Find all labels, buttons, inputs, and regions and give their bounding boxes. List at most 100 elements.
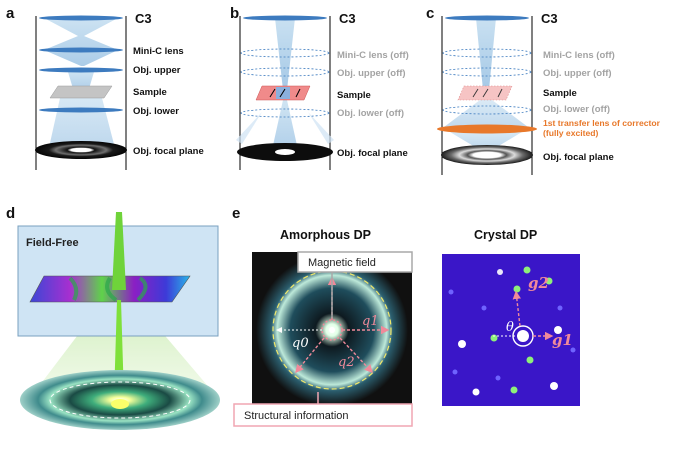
center-spot bbox=[329, 327, 335, 333]
panel-letter-b: b bbox=[230, 5, 239, 22]
obj-upper-lens-off bbox=[240, 67, 330, 77]
diffraction-spot bbox=[452, 369, 458, 375]
spin-arrow bbox=[295, 88, 301, 98]
theta-label: θ bbox=[506, 320, 514, 335]
diffraction-spot bbox=[481, 305, 487, 311]
q2-arrow bbox=[339, 337, 373, 374]
structural-information-box bbox=[233, 403, 413, 427]
obj-upper-label: Obj. upper (off) bbox=[543, 68, 612, 79]
magnetic-field-box bbox=[297, 251, 413, 273]
obj-upper-label: Obj. upper (off) bbox=[337, 68, 406, 79]
panel-c: c C3 Mini-C lens (off) Obj. upper (off) … bbox=[426, 5, 661, 175]
c3-lens bbox=[39, 15, 123, 21]
diffraction-spot bbox=[557, 305, 563, 311]
obj-lower-lens bbox=[39, 107, 123, 113]
spin-arrow bbox=[269, 88, 276, 98]
focal-plane-disk bbox=[441, 145, 533, 165]
diffraction-spot bbox=[545, 277, 553, 285]
magnetic-sample bbox=[29, 275, 191, 303]
diffraction-spot bbox=[513, 285, 521, 293]
focal-plane-label: Obj. focal plane bbox=[133, 146, 204, 157]
c3-lens bbox=[243, 15, 327, 21]
beam-spread bbox=[444, 100, 528, 127]
ring-guide bbox=[272, 270, 392, 390]
obj-lower-lens-off bbox=[442, 105, 532, 115]
diffraction-spot bbox=[526, 356, 534, 364]
g2-label: g2 bbox=[528, 274, 549, 292]
panel-d: d Field-Free bbox=[6, 205, 220, 430]
scatter-right bbox=[308, 112, 334, 144]
focal-plane-disk bbox=[35, 141, 127, 159]
beam-focused bbox=[450, 132, 522, 150]
mini-c-lens bbox=[39, 47, 123, 53]
incident-beam bbox=[112, 212, 126, 290]
spin-arrow bbox=[497, 88, 503, 98]
panel-letter-d: d bbox=[6, 205, 15, 222]
diffraction-spot bbox=[495, 375, 501, 381]
panel-letter-a: a bbox=[6, 5, 15, 22]
obj-upper-lens-off bbox=[442, 67, 532, 77]
panel-letter-e: e bbox=[232, 205, 240, 222]
c3-lens bbox=[445, 15, 529, 21]
panel-a: a C3 Mini-C lens Obj. upper Sample Obj. … bbox=[6, 5, 204, 170]
field-free-label: Field-Free bbox=[26, 237, 79, 249]
mini-c-label: Mini-C lens (off) bbox=[543, 50, 615, 61]
diffraction-spot bbox=[448, 289, 454, 295]
spin-arrow bbox=[472, 88, 479, 98]
beam-upper bbox=[44, 18, 118, 66]
beam-lower bbox=[272, 100, 298, 150]
q2-label: q2 bbox=[338, 355, 355, 370]
diffraction-spot bbox=[472, 388, 480, 396]
obj-lower-lens-off bbox=[240, 108, 330, 118]
sample-label: Sample bbox=[133, 87, 167, 98]
corrector-label-sub: (fully excited) bbox=[543, 128, 599, 138]
crystal-title: Crystal DP bbox=[474, 228, 537, 242]
panel-letter-c: c bbox=[426, 5, 434, 22]
diffraction-spot bbox=[510, 386, 518, 394]
spin-arrow bbox=[482, 88, 489, 98]
diffraction-spot bbox=[570, 347, 576, 353]
focal-spot bbox=[275, 149, 295, 155]
spin-arrow bbox=[279, 88, 286, 98]
sample-label: Sample bbox=[337, 90, 371, 101]
central-spot bbox=[111, 399, 129, 409]
obj-lower-label: Obj. lower (off) bbox=[337, 108, 404, 119]
obj-upper-lens bbox=[39, 67, 123, 73]
obj-lower-label: Obj. lower bbox=[133, 106, 179, 117]
panel-e: e Amorphous DP Crystal DP q0 q1 q2 Magne… bbox=[232, 205, 580, 427]
magnetic-field-label: Magnetic field bbox=[308, 257, 376, 269]
diffraction-spot bbox=[490, 334, 498, 342]
sample-plate bbox=[49, 85, 113, 99]
obj-upper-label: Obj. upper bbox=[133, 65, 181, 76]
q0-label: q0 bbox=[292, 336, 309, 351]
c3-label: C3 bbox=[541, 11, 558, 26]
beam-upper bbox=[275, 18, 295, 90]
c3-label: C3 bbox=[339, 11, 356, 26]
c3-label: C3 bbox=[135, 11, 152, 26]
diffraction-spot bbox=[550, 382, 558, 390]
beam-upper bbox=[476, 18, 496, 90]
obj-lower-label: Obj. lower (off) bbox=[543, 104, 610, 115]
diffraction-spot bbox=[554, 326, 562, 334]
diffraction-spot bbox=[497, 269, 503, 275]
mini-c-lens-off bbox=[442, 48, 532, 58]
mini-c-label: Mini-C lens bbox=[133, 46, 184, 57]
g1-label: g1 bbox=[552, 331, 573, 349]
structural-information-label: Structural information bbox=[244, 410, 349, 422]
scatter-cone bbox=[30, 290, 218, 398]
diffraction-spot bbox=[458, 340, 466, 348]
amorphous-title: Amorphous DP bbox=[280, 228, 371, 242]
ring-guide bbox=[49, 381, 191, 419]
mini-c-lens-off bbox=[240, 48, 330, 58]
focal-plane-label: Obj. focal plane bbox=[543, 152, 614, 163]
diffraction-spot bbox=[523, 266, 531, 274]
g2-arrow bbox=[512, 290, 521, 327]
domain-pattern bbox=[68, 276, 148, 302]
mini-c-label: Mini-C lens (off) bbox=[337, 50, 409, 61]
diagonal-arrow bbox=[295, 337, 325, 374]
corrector-lens bbox=[437, 124, 537, 134]
panel-b: b C3 Mini-C lens (off) Obj. upper (off) … bbox=[230, 5, 409, 170]
scatter-left bbox=[236, 112, 262, 144]
